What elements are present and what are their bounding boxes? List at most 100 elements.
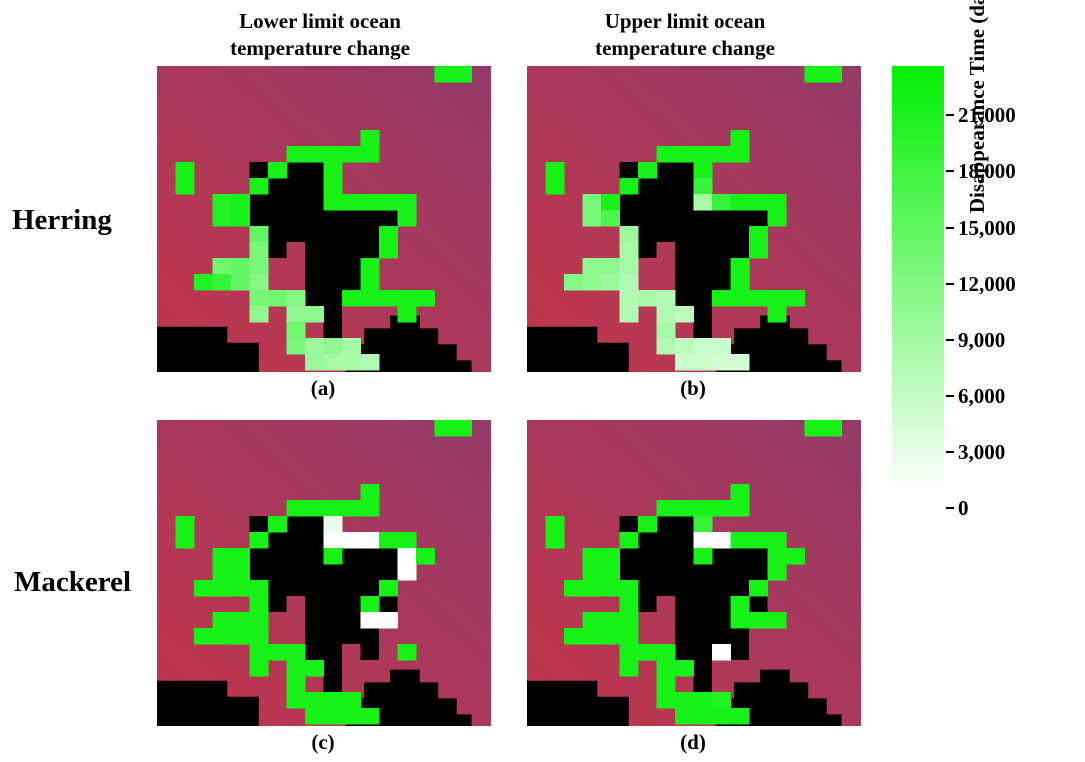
colorbar-tick-label: 9,000 — [958, 327, 1006, 352]
heatmap-cell — [360, 290, 380, 307]
heatmap-cell — [194, 628, 213, 645]
heatmap-c-svg — [157, 420, 491, 726]
heatmap-cell — [693, 178, 713, 195]
heatmap-d-svg — [527, 420, 861, 726]
heatmap-cell — [342, 146, 361, 163]
heatmap-cell — [767, 306, 787, 323]
heatmap-cell — [342, 532, 361, 549]
heatmap-cell — [360, 500, 380, 517]
heatmap-cell — [342, 708, 361, 725]
heatmap-cell — [194, 580, 213, 597]
heatmap-cell — [712, 708, 731, 725]
heatmap-cell — [379, 612, 398, 629]
heatmap-cell — [749, 226, 768, 243]
heatmap-panel-b — [527, 66, 861, 372]
colorbar-tick — [946, 170, 954, 173]
heatmap-cell — [212, 194, 232, 211]
heatmap-cell — [601, 564, 620, 581]
heatmap-cell — [212, 612, 232, 629]
colorbar — [892, 66, 944, 496]
heatmap-cell — [249, 532, 269, 549]
heatmap-cell — [231, 194, 250, 211]
heatmap-cell — [749, 532, 768, 549]
colorbar-tick — [946, 507, 954, 509]
heatmap-cell — [693, 194, 713, 211]
heatmap-cell — [249, 612, 269, 629]
heatmap-cell — [638, 162, 657, 179]
heatmap-cell — [212, 548, 232, 565]
land-mask — [157, 680, 259, 726]
heatmap-cell — [656, 306, 676, 323]
heatmap-cell — [619, 612, 639, 629]
heatmap-cell — [379, 226, 398, 243]
heatmap-cell — [656, 660, 676, 677]
heatmap-cell — [416, 548, 435, 565]
heatmap-cell — [453, 66, 472, 83]
heatmap-cell — [323, 516, 343, 533]
heatmap-cell — [397, 306, 417, 323]
heatmap-cell — [730, 484, 750, 501]
heatmap-cell — [638, 644, 657, 661]
heatmap-cell — [379, 580, 398, 597]
heatmap-cell — [249, 242, 269, 259]
heatmap-cell — [286, 660, 306, 677]
heatmap-cell — [693, 500, 713, 517]
colorbar-tick — [946, 114, 954, 117]
heatmap-cell — [249, 258, 269, 275]
land-mask — [527, 680, 629, 726]
heatmap-cell — [656, 290, 676, 307]
heatmap-cell — [675, 306, 694, 323]
heatmap-cell — [545, 178, 565, 195]
heatmap-cell — [619, 660, 639, 677]
heatmap-cell — [619, 628, 639, 645]
heatmap-cell — [323, 708, 343, 725]
heatmap-cell — [360, 130, 380, 147]
heatmap-cell — [675, 660, 694, 677]
column-title-line: temperature change — [595, 36, 775, 60]
heatmap-cell — [231, 258, 250, 275]
heatmap-cell — [693, 354, 713, 371]
heatmap-cell — [360, 194, 380, 211]
heatmap-cell — [767, 290, 787, 307]
heatmap-cell — [712, 338, 731, 355]
heatmap-cell — [786, 290, 805, 307]
heatmap-cell — [323, 692, 343, 709]
heatmap-cell — [342, 290, 361, 307]
land-mask — [249, 516, 398, 692]
heatmap-cell — [712, 194, 731, 211]
heatmap-cell — [582, 194, 602, 211]
heatmap-cell — [231, 564, 250, 581]
colorbar-tick — [946, 394, 954, 397]
heatmap-cell — [231, 612, 250, 629]
heatmap-cell — [212, 580, 232, 597]
heatmap-cell — [286, 644, 306, 661]
heatmap-cell — [767, 612, 787, 629]
column-title-line: Lower limit ocean — [239, 9, 401, 33]
heatmap-cell — [434, 66, 454, 83]
heatmap-cell — [601, 548, 620, 565]
colorbar-tick — [946, 226, 954, 229]
heatmap-cell — [656, 500, 676, 517]
heatmap-cell — [638, 290, 657, 307]
colorbar-tick-label: 0 — [958, 496, 969, 520]
heatmap-cell — [175, 178, 195, 195]
heatmap-cell — [712, 692, 731, 709]
heatmap-cell — [712, 354, 731, 371]
heatmap-cell — [712, 290, 731, 307]
colorbar-tick-label: 6,000 — [958, 383, 1006, 408]
heatmap-cell — [767, 564, 787, 581]
heatmap-cell — [231, 548, 250, 565]
heatmap-cell — [675, 146, 694, 163]
colorbar-tick-label: 12,000 — [958, 271, 1016, 296]
heatmap-cell — [305, 692, 324, 709]
heatmap-cell — [749, 612, 768, 629]
heatmap-cell — [804, 420, 824, 437]
heatmap-cell — [323, 532, 343, 549]
heatmap-cell — [286, 500, 306, 517]
heatmap-cell — [305, 306, 324, 323]
panel-label-c: (c) — [311, 730, 335, 754]
heatmap-cell — [786, 548, 805, 565]
heatmap-cell — [305, 338, 324, 355]
heatmap-cell — [268, 290, 287, 307]
heatmap-cell — [656, 338, 676, 355]
